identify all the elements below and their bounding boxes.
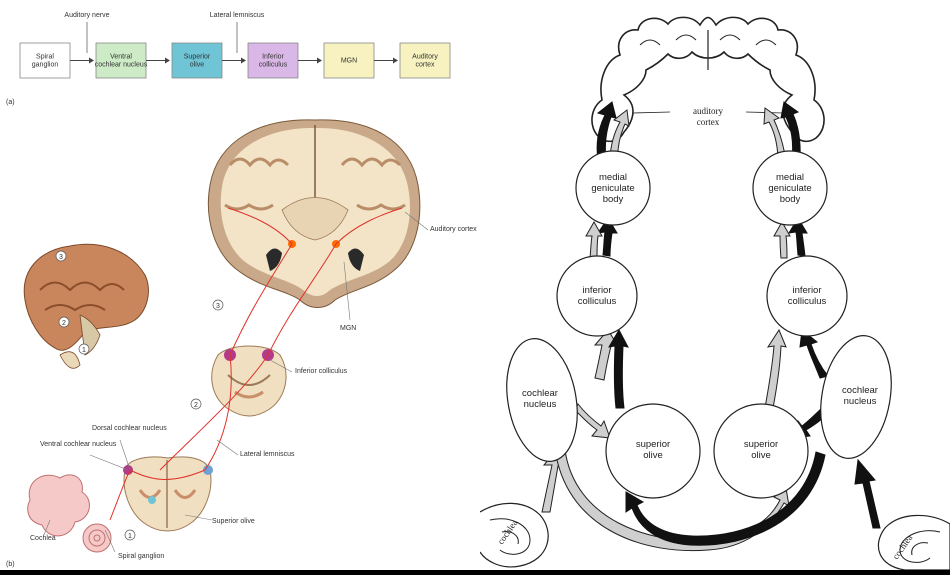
label-superior-olive: Superior olive [212, 518, 255, 525]
cn-left-label-line: nucleus [524, 399, 557, 410]
label-inferior-colliculus: Inferior colliculus [295, 368, 348, 375]
marker-3-sagittal: 3 [59, 254, 63, 261]
cochlea-right [878, 515, 950, 570]
panel-b-letter: (b) [6, 561, 15, 568]
mgb-right-label-line: body [780, 194, 801, 205]
flow-box-2 [172, 43, 222, 78]
cortex-label-line2: cortex [697, 117, 720, 127]
flow-box-label-4: MGN [341, 58, 357, 65]
label-ventral-cochlear-nucleus: Ventral cochlear nucleus [40, 441, 117, 448]
cn-left-label-line: cochlear [522, 388, 558, 399]
mgb-left-label-line: body [603, 194, 624, 205]
flow-box-5 [400, 43, 450, 78]
marker-2-sagittal: 2 [62, 320, 66, 327]
cn-right-label-line: cochlear [842, 385, 878, 396]
ic-right-label-line: inferior [792, 285, 821, 296]
flow-box-0 [20, 43, 70, 78]
so-left-label-line: olive [643, 450, 663, 461]
cortex-label-line1: auditory [693, 106, 723, 116]
lateral-lemniscus-label: Lateral lemniscus [210, 12, 265, 19]
marker-3-section: 3 [216, 303, 220, 310]
flow-box-3 [248, 43, 298, 78]
marker-2-section: 2 [194, 402, 198, 409]
marker-1-section: 1 [128, 533, 132, 540]
so-right-label-line: superior [744, 439, 778, 450]
auditory-nerve-label: Auditory nerve [64, 12, 109, 19]
mgb-left-label-line: geniculate [591, 183, 634, 194]
label-lateral-lemniscus: Lateral lemniscus [240, 451, 295, 458]
mgb-left-label-line: medial [599, 172, 627, 183]
flow-box-1 [96, 43, 146, 78]
ic-right-label-line: colliculus [788, 296, 827, 307]
label-mgn: MGN [340, 325, 356, 332]
cochlea-left [480, 503, 548, 567]
so-left-label-line: superior [636, 439, 670, 450]
label-dorsal-cochlear-nucleus: Dorsal cochlear nucleus [92, 425, 167, 432]
panel-a-letter: (a) [6, 99, 15, 106]
pathway-schematic-panel: auditory cortex [480, 0, 950, 570]
label-auditory-cortex: Auditory cortex [430, 226, 477, 233]
cn-right-label-line: nucleus [844, 396, 877, 407]
marker-1-sagittal: 1 [82, 347, 86, 354]
ic-left-label-line: colliculus [578, 296, 617, 307]
mgb-right-label-line: medial [776, 172, 804, 183]
mgb-right-label-line: geniculate [768, 183, 811, 194]
label-cochlea: Cochlea [30, 535, 56, 542]
so-right-label-line: olive [751, 450, 771, 461]
pathway-schematic: auditory cortex [480, 0, 950, 570]
label-spiral-ganglion: Spiral ganglion [118, 553, 164, 560]
ic-left-label-line: inferior [582, 285, 611, 296]
